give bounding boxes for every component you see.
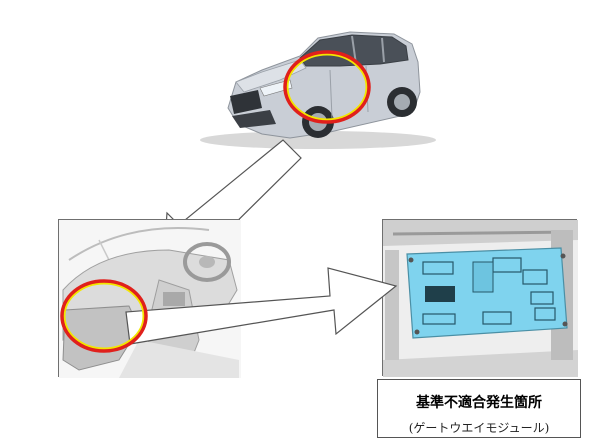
- caption-title: 基準不適合発生箇所: [416, 395, 542, 411]
- car-image: [200, 31, 436, 149]
- dashboard-panel: [58, 219, 241, 378]
- dashboard-image: [59, 220, 241, 378]
- caption-subtitle: (ゲートウエイモジュール): [408, 421, 550, 435]
- caption-box: 基準不適合発生箇所 (ゲートウエイモジュール): [377, 379, 581, 438]
- car-highlight-ring: [285, 52, 369, 122]
- module-image: [383, 220, 578, 377]
- module-panel: [382, 219, 578, 377]
